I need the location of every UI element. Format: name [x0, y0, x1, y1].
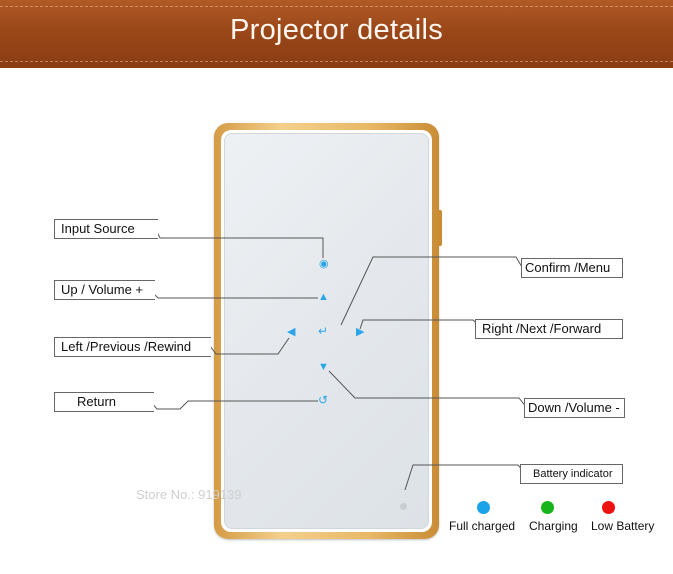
leader-up-volume	[149, 289, 318, 299]
right-arrow-icon[interactable]: ▶	[356, 326, 365, 338]
page-title: Projector details	[229, 14, 444, 46]
projector-touch-panel	[224, 133, 429, 529]
label-left-previous: Left /Previous /Rewind	[54, 337, 211, 357]
legend-label-full: Full charged	[449, 519, 516, 533]
legend-dot-low	[602, 501, 615, 514]
battery-led-icon	[400, 503, 407, 510]
up-arrow-icon[interactable]: ▲	[318, 291, 329, 303]
legend-label-charging: Charging	[529, 519, 578, 533]
label-confirm-menu: Confirm /Menu	[521, 258, 623, 278]
banner-stitch-bottom	[0, 61, 673, 62]
legend-dot-full	[477, 501, 490, 514]
label-battery-indicator: Battery indicator	[520, 464, 623, 484]
left-arrow-icon[interactable]: ◀	[287, 326, 296, 338]
enter-icon[interactable]: ↵	[318, 324, 329, 338]
side-button[interactable]	[437, 210, 442, 246]
leader-input-source	[154, 227, 324, 258]
leader-battery	[404, 464, 527, 491]
banner-stitch-top	[0, 6, 673, 7]
store-watermark: Store No.: 919139	[136, 487, 242, 502]
down-arrow-icon[interactable]: ▼	[318, 361, 329, 373]
legend-dot-charging	[541, 501, 554, 514]
legend-label-low: Low Battery	[591, 519, 655, 533]
leader-down	[328, 370, 528, 409]
leader-return	[149, 400, 318, 410]
label-input-source: Input Source	[54, 219, 158, 239]
leader-confirm	[340, 256, 523, 326]
label-up-volume: Up / Volume +	[54, 280, 155, 300]
return-icon[interactable]: ↺	[318, 393, 329, 407]
label-return: Return	[54, 392, 154, 412]
label-right-next: Right /Next /Forward	[475, 319, 623, 339]
header-banner: Projector details	[0, 0, 673, 68]
leader-right	[359, 319, 484, 330]
leader-left	[209, 337, 290, 355]
input-source-icon[interactable]: ◉	[319, 258, 329, 270]
label-down-volume: Down /Volume -	[524, 398, 625, 418]
